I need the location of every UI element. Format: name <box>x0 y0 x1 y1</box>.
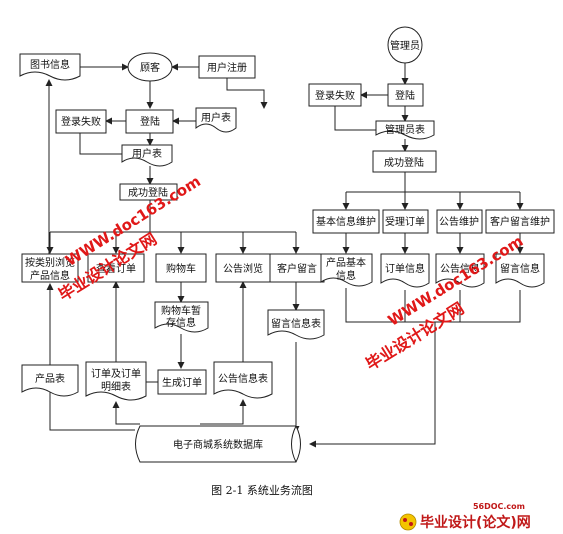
node-guest: 顾客 <box>127 52 173 82</box>
svg-text:按类别浏览: 按类别浏览 <box>25 256 75 269</box>
node-admin-login: 登陆 <box>387 83 424 107</box>
svg-text:成功登陆: 成功登陆 <box>128 186 168 199</box>
watermark-right: WWW.doc163.com 毕业设计论文网 <box>362 232 526 374</box>
node-admin-login-fail: 登录失败 <box>308 83 362 107</box>
node-order-detail: 订单及订单 明细表 <box>85 361 147 401</box>
node-browse-products: 按类别浏览 产品信息 <box>21 253 79 283</box>
svg-text:产品表: 产品表 <box>35 372 65 385</box>
node-cart-temp: 购物车暂 存信息 <box>154 301 209 333</box>
svg-text:公告信息表: 公告信息表 <box>218 372 268 385</box>
node-user-table-right: 用户表 <box>195 107 237 133</box>
svg-text:订单及订单: 订单及订单 <box>91 368 141 380</box>
node-msg-info: 留言信息 <box>495 253 545 288</box>
svg-text:购物车暂: 购物车暂 <box>161 304 201 317</box>
svg-text:产品信息: 产品信息 <box>30 269 70 282</box>
svg-text:公告维护: 公告维护 <box>439 215 479 228</box>
svg-text:客户留言维护: 客户留言维护 <box>490 215 550 228</box>
node-login-fail-left: 登录失败 <box>55 109 107 134</box>
svg-text:受理订单: 受理订单 <box>385 216 425 228</box>
node-product-table: 产品表 <box>21 364 79 397</box>
node-order-info: 订单信息 <box>380 253 430 288</box>
svg-text:订单信息: 订单信息 <box>385 262 425 275</box>
node-notice-info: 公告信息 <box>435 253 485 288</box>
svg-text:登录失败: 登录失败 <box>61 115 101 128</box>
node-user-register: 用户注册 <box>198 55 256 79</box>
svg-text:成功登陆: 成功登陆 <box>384 156 424 169</box>
svg-text:产品基本: 产品基本 <box>326 256 366 269</box>
svg-text:用户注册: 用户注册 <box>207 61 247 74</box>
node-notice-browse: 公告浏览 <box>215 253 271 283</box>
svg-text:存信息: 存信息 <box>166 316 196 329</box>
svg-text:用户表: 用户表 <box>201 111 231 124</box>
connectors-right <box>309 63 524 448</box>
svg-text:登陆: 登陆 <box>140 115 160 128</box>
node-view-orders: 查看订单 <box>87 253 145 283</box>
svg-text:顾客: 顾客 <box>140 61 160 74</box>
node-cart: 购物车 <box>155 253 207 283</box>
svg-text:登录失败: 登录失败 <box>315 89 355 102</box>
svg-text:留言信息: 留言信息 <box>500 262 540 275</box>
svg-text:信息: 信息 <box>336 269 356 282</box>
svg-text:56DOC.com: 56DOC.com <box>473 502 525 511</box>
svg-text:客户留言: 客户留言 <box>277 262 317 275</box>
svg-text:电子商城系统数据库: 电子商城系统数据库 <box>173 438 263 451</box>
node-user-table-mid: 用户表 <box>121 144 173 167</box>
node-notice-table: 公告信息表 <box>213 361 273 399</box>
svg-text:明细表: 明细表 <box>101 380 131 393</box>
node-gen-order: 生成订单 <box>157 369 207 395</box>
svg-text:生成订单: 生成订单 <box>162 376 202 389</box>
node-admin-success: 成功登陆 <box>372 150 437 173</box>
svg-text:公告信息: 公告信息 <box>440 262 480 275</box>
svg-text:基本信息维护: 基本信息维护 <box>316 215 376 228</box>
svg-text:管理员: 管理员 <box>390 39 420 52</box>
svg-text:毕业设计(论文)网: 毕业设计(论文)网 <box>420 514 531 531</box>
svg-text:留言信息表: 留言信息表 <box>271 317 321 330</box>
svg-text:购物车: 购物车 <box>166 262 196 275</box>
node-customer-message: 客户留言 <box>269 253 325 283</box>
svg-text:登陆: 登陆 <box>395 89 415 102</box>
figure-caption: 图 2-1 系统业务流图 <box>211 483 313 497</box>
svg-text:用户表: 用户表 <box>132 147 162 160</box>
node-message-table: 留言信息表 <box>267 309 325 340</box>
node-product-basic: 产品基本 信息 <box>320 253 373 287</box>
svg-text:图书信息: 图书信息 <box>30 58 70 71</box>
connectors-left <box>45 63 300 433</box>
svg-text:查看订单: 查看订单 <box>96 262 136 275</box>
node-basic-info-maint: 基本信息维护 <box>312 209 380 234</box>
node-book-info: 图书信息 <box>19 53 81 81</box>
node-login: 登陆 <box>125 109 174 134</box>
node-database: 电子商城系统数据库 <box>135 425 301 463</box>
svg-text:公告浏览: 公告浏览 <box>223 262 263 275</box>
site-logo: 56DOC.com 毕业设计(论文)网 <box>399 502 531 531</box>
node-admin-table: 管理员表 <box>375 120 435 140</box>
svg-text:管理员表: 管理员表 <box>385 123 425 136</box>
node-msg-maint: 客户留言维护 <box>485 209 555 234</box>
node-notice-maint: 公告维护 <box>436 209 483 234</box>
node-accept-order: 受理订单 <box>382 209 429 234</box>
node-login-success-left: 成功登陆 <box>119 183 178 201</box>
node-admin: 管理员 <box>387 26 423 64</box>
